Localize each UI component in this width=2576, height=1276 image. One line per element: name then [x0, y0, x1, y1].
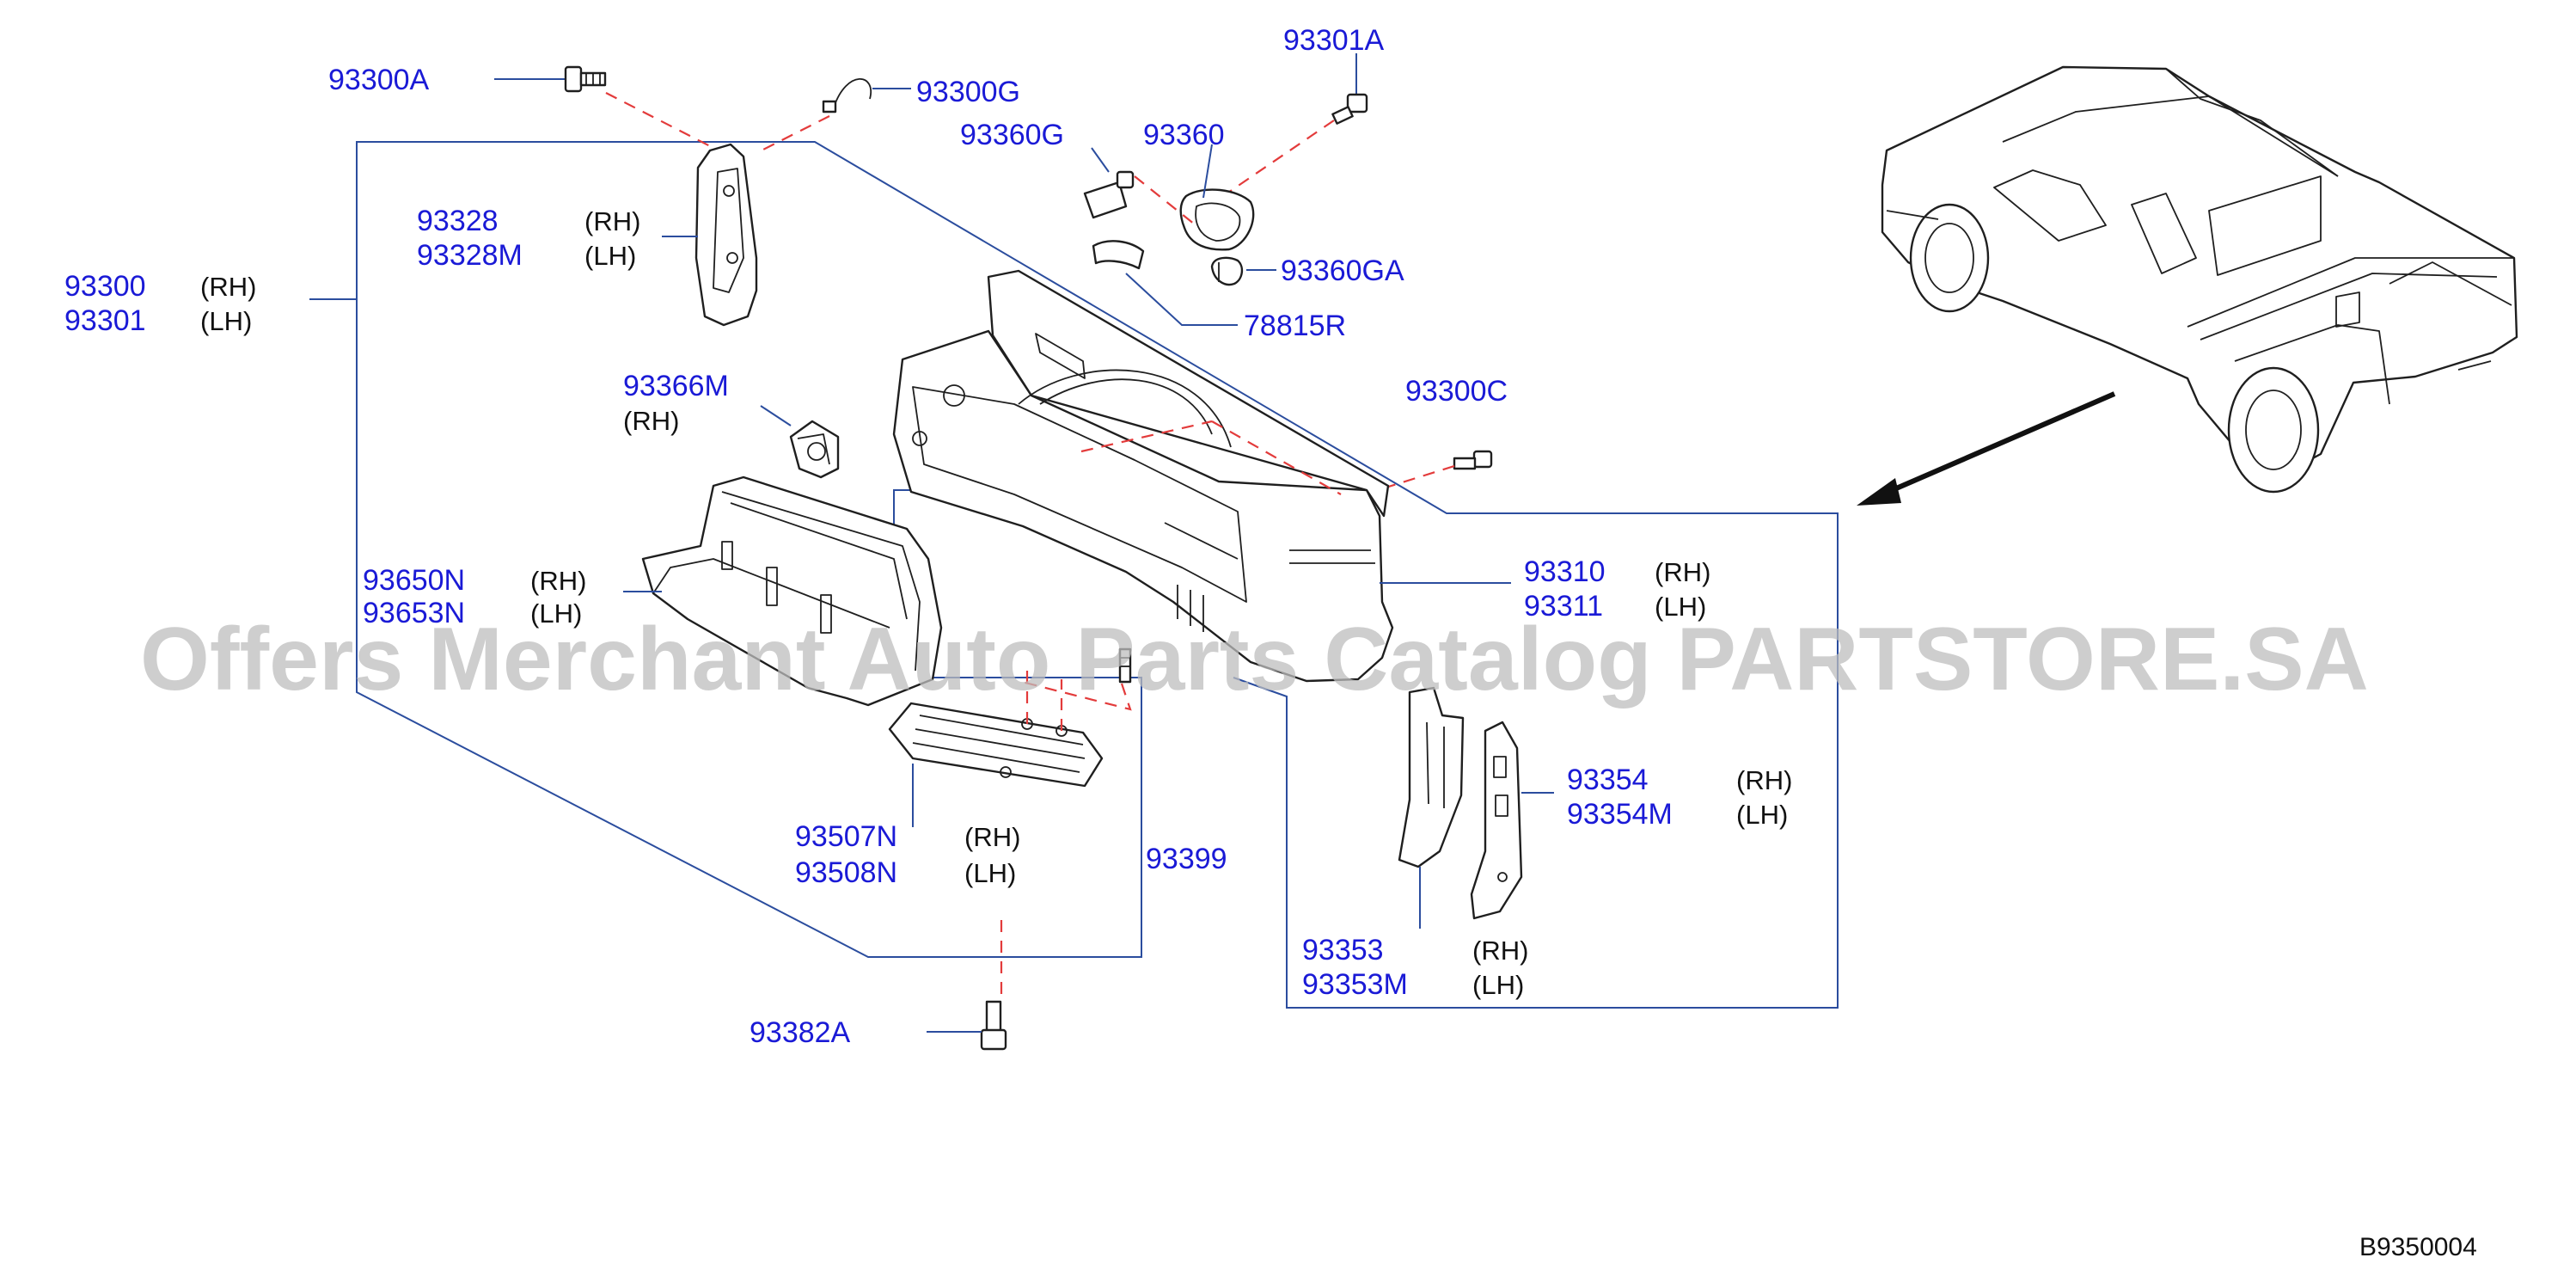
- bracket-93366M: [760, 405, 840, 479]
- callout-93360G: 93360G: [960, 119, 1064, 151]
- svg-text:93353M: 93353M: [1302, 968, 1408, 1001]
- svg-text:93354: 93354: [1567, 764, 1649, 796]
- svg-text:93653N: 93653N: [363, 597, 465, 629]
- svg-text:93310: 93310: [1524, 555, 1606, 588]
- bracket-93354: [1470, 721, 1523, 920]
- svg-text:93301: 93301: [64, 304, 146, 337]
- socket-93360G: [1083, 170, 1135, 219]
- callout-93354-93354M: 93354 (RH) 93354M (LH): [1567, 764, 1792, 831]
- svg-text:93508N: 93508N: [795, 856, 897, 889]
- stay-93353: [1398, 686, 1465, 868]
- svg-text:(RH): (RH): [1736, 765, 1792, 795]
- svg-text:93366M: 93366M: [623, 370, 729, 402]
- callout-93382A: 93382A: [750, 1016, 851, 1049]
- bolt-93382A: [927, 1000, 1007, 1051]
- callout-93366M: 93366M (RH): [623, 370, 729, 436]
- svg-text:(LH): (LH): [584, 241, 636, 271]
- svg-text:93300: 93300: [64, 270, 146, 303]
- svg-text:93507N: 93507N: [795, 820, 897, 853]
- lamp-93360: [1179, 188, 1255, 251]
- callout-78815R: 78815R: [1244, 310, 1346, 342]
- svg-text:(RH): (RH): [200, 272, 256, 302]
- svg-text:(LH): (LH): [1655, 592, 1706, 622]
- callout-93300C: 93300C: [1405, 375, 1508, 408]
- svg-text:(RH): (RH): [530, 566, 586, 596]
- hook-93300G: [822, 78, 911, 113]
- svg-text:(LH): (LH): [530, 598, 582, 629]
- callout-93328-93328M: 93328 (RH) 93328M (LH): [417, 205, 640, 272]
- svg-text:93328M: 93328M: [417, 239, 523, 272]
- stud-93399: [1118, 647, 1132, 684]
- callout-93507N-93508N: 93507N (RH) 93508N (LH): [795, 820, 1020, 889]
- svg-text:(LH): (LH): [1472, 970, 1524, 1000]
- callout-93353-93353M: 93353 (RH) 93353M (LH): [1302, 934, 1528, 1001]
- svg-text:(LH): (LH): [200, 306, 252, 336]
- watermark-text: Offers Merchant Auto Parts Catalog PARTS…: [140, 610, 2369, 709]
- side-panel-93310: [892, 269, 1394, 683]
- svg-text:(RH): (RH): [964, 822, 1020, 852]
- callout-93360GA: 93360GA: [1281, 255, 1404, 287]
- callout-93300G: 93300G: [916, 76, 1020, 108]
- svg-text:(RH): (RH): [1655, 557, 1710, 587]
- svg-text:(RH): (RH): [1472, 936, 1528, 966]
- wheelhouse-93650N: [641, 475, 943, 707]
- floor-panel-93507N: [888, 702, 1104, 788]
- callout-93399: 93399: [1146, 843, 1227, 875]
- svg-text:(LH): (LH): [964, 858, 1016, 888]
- callout-93300A: 93300A: [328, 64, 430, 96]
- svg-text:93650N: 93650N: [363, 564, 465, 597]
- svg-text:93311: 93311: [1524, 590, 1603, 623]
- callout-93301A: 93301A: [1283, 24, 1385, 57]
- clip-78815R: [1092, 240, 1238, 326]
- diagram-reference-id: B9350004: [2359, 1233, 2477, 1261]
- callout-93360: 93360: [1143, 119, 1225, 151]
- bolt-93301A: [1331, 53, 1368, 125]
- svg-text:93353: 93353: [1302, 934, 1384, 966]
- direction-arrow: [1857, 391, 2116, 506]
- assembly-bracket-lower: [356, 299, 1142, 958]
- svg-text:93328: 93328: [417, 205, 499, 237]
- assembly-bracket-93300: [356, 141, 1839, 1009]
- callout-93310-93311: 93310 (RH) 93311 (LH): [1524, 555, 1710, 623]
- svg-text:93354M: 93354M: [1567, 798, 1673, 831]
- bolt-93300A: [494, 65, 607, 93]
- svg-text:(LH): (LH): [1736, 800, 1788, 830]
- callout-93300-93301: 93300 (RH) 93301 (LH): [64, 270, 256, 337]
- bolt-93300C: [1453, 450, 1493, 470]
- svg-text:(RH): (RH): [584, 206, 640, 236]
- svg-text:(RH): (RH): [623, 406, 679, 436]
- callout-93650N-93653N: 93650N (RH) 93653N (LH): [363, 564, 586, 629]
- truck-overview-illustration: [1881, 65, 2518, 494]
- pillar-93328: [694, 143, 758, 327]
- bulb-93360GA: [1210, 256, 1276, 286]
